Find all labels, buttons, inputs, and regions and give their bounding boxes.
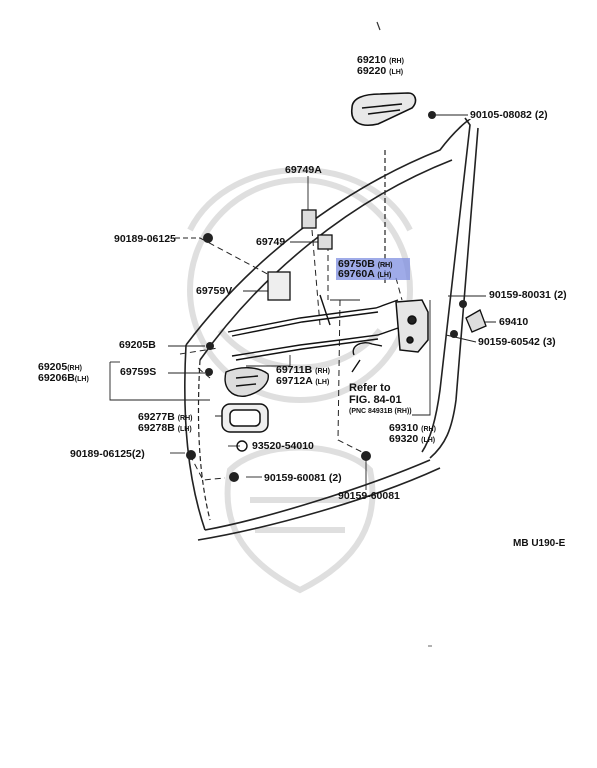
reference-line-2: FIG. 84-01 — [349, 394, 402, 406]
part-number: 69712A — [276, 375, 313, 387]
side-marker: (LH) — [177, 426, 192, 433]
clip-part — [301, 209, 333, 250]
protector-part — [267, 271, 291, 301]
part-label-90189-a: 90189-06125 — [114, 233, 176, 245]
side-marker: (RH) — [315, 368, 330, 375]
side-marker: (LH) — [377, 272, 392, 279]
side-marker: (RH) — [177, 415, 193, 422]
quantity: (2) — [328, 472, 342, 484]
part-label-69277B: 69277B (RH) — [138, 412, 192, 424]
part-label-69749: 69749 — [256, 236, 286, 248]
part-number: 90159-60542 — [478, 336, 540, 348]
reference-line-3: (PNC 84931B (RH)) — [349, 408, 412, 415]
quantity: (3) — [542, 336, 556, 348]
dashed-assembly-lines — [179, 229, 403, 481]
part-label-90159-60081-b: 90159-60081 — [338, 490, 400, 502]
part-label-90189-b: 90189-06125(2) — [70, 449, 145, 460]
part-label-93520: 93520-54010 — [252, 440, 314, 452]
grommet-part — [236, 440, 248, 452]
quantity: (2) — [553, 289, 567, 301]
part-number: 69750B — [338, 258, 375, 270]
part-label-69220: 69220 (LH) — [357, 66, 403, 78]
handle-bezel-part — [221, 403, 269, 433]
part-label-69749A: 69749A — [285, 164, 322, 176]
inside-handle-part — [224, 367, 269, 397]
part-highlight — [336, 258, 410, 280]
part-label-69320: 69320 (LH) — [389, 434, 435, 446]
quantity: (2) — [534, 109, 548, 121]
part-number: 69205 — [38, 361, 68, 373]
part-number: 90189-06125 — [70, 448, 132, 460]
side-marker: (LH) — [74, 376, 89, 383]
part-label-69310: 69310 (RH) — [389, 423, 436, 435]
part-number: 69206B — [38, 372, 75, 384]
part-label-90159-60542: 90159-60542 (3) — [478, 337, 556, 348]
part-label-69711B: 69711B (RH) — [276, 365, 330, 377]
side-marker: (RH) — [421, 426, 436, 433]
part-number: 69310 — [389, 422, 419, 434]
side-marker: (RH) — [377, 262, 393, 269]
part-label-90159-60081-a: 90159-60081 (2) — [264, 473, 342, 484]
part-number: 90159-80031 — [489, 289, 551, 301]
side-marker: (LH) — [315, 379, 330, 386]
stray-mark — [376, 21, 381, 31]
part-label-69712A: 69712A (LH) — [276, 376, 329, 388]
part-label-69760A: 69760A (LH) — [338, 269, 391, 281]
part-label-69759S: 69759S — [120, 366, 157, 378]
part-number: 69277B — [138, 411, 175, 423]
part-label-69205: 69205(RH) — [38, 362, 82, 374]
part-number: 90105-08082 — [470, 109, 532, 121]
screw-part — [186, 111, 467, 482]
part-label-69759V: 69759V — [196, 285, 233, 297]
part-number: 69278B — [138, 422, 175, 434]
part-number: 90159-60081 — [264, 472, 326, 484]
part-label-90105: 90105-08082 (2) — [470, 110, 548, 121]
quantity: (2) — [131, 448, 145, 460]
part-label-69410: 69410 — [499, 316, 529, 328]
part-label-69206B: 69206B(LH) — [38, 373, 89, 385]
door-lock-assembly — [395, 299, 429, 353]
diagram-code: MB U190-E — [513, 538, 566, 549]
part-number: 69220 — [357, 65, 387, 77]
lock-striker-part — [465, 309, 487, 333]
part-number: 69320 — [389, 433, 419, 445]
side-marker: (LH) — [421, 437, 436, 444]
part-number: 69210 — [357, 54, 387, 66]
door-outline — [184, 117, 479, 541]
part-label-69278B: 69278B (LH) — [138, 423, 192, 435]
part-label-69750B: 69750B (RH) — [338, 259, 392, 271]
part-label-69205B: 69205B — [119, 339, 156, 351]
link-rods — [227, 294, 399, 373]
reference-line-1: Refer to — [349, 382, 391, 394]
part-number: 69711B — [276, 364, 313, 376]
part-number: 69760A — [338, 268, 375, 280]
reference-note: Refer to FIG. 84-01 (PNC 84931B (RH)) — [349, 382, 412, 418]
watermark-emblem — [187, 167, 413, 594]
part-label-90159-80031: 90159-80031 (2) — [489, 290, 567, 301]
side-marker: (RH) — [389, 58, 404, 65]
part-label-69210: 69210 (RH) — [357, 55, 404, 67]
side-marker: (LH) — [389, 69, 404, 76]
side-marker: (RH) — [67, 365, 82, 372]
outside-handle-part — [351, 92, 417, 126]
